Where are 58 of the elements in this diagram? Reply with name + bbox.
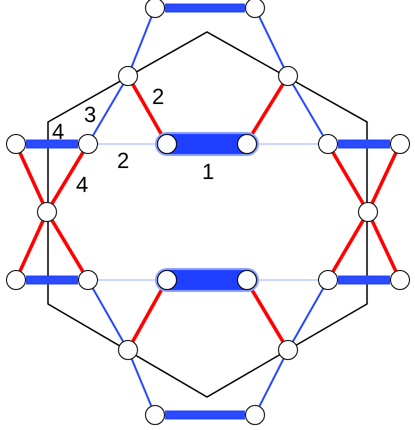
link: [18, 220, 44, 272]
joint-circle: [145, 405, 165, 425]
link: [18, 152, 44, 204]
link: [258, 358, 284, 407]
joint-circle: [78, 270, 98, 290]
thick-link: [26, 276, 78, 284]
joint-circle: [145, 0, 165, 18]
link: [92, 84, 124, 136]
joint-circle: [318, 270, 338, 290]
joint-circle: [278, 340, 298, 360]
link: [50, 220, 84, 272]
joint-circle: [157, 270, 177, 290]
link-number: 4: [52, 121, 64, 143]
link: [370, 152, 398, 204]
link: [98, 143, 157, 145]
joint-circle: [6, 134, 26, 154]
joint-circle: [245, 0, 265, 18]
joint-circle: [278, 66, 298, 86]
joint-circle: [318, 134, 338, 154]
link-number: 3: [84, 104, 96, 126]
joint-circle: [118, 340, 138, 360]
joint-circle: [358, 202, 378, 222]
link: [98, 279, 157, 281]
joint-circle: [390, 134, 410, 154]
link-number: 2: [152, 86, 164, 108]
thick-link: [26, 140, 78, 148]
thick-link: [165, 410, 245, 420]
joint-circle: [390, 270, 410, 290]
link: [332, 220, 364, 272]
joint-circle: [78, 134, 98, 154]
joint-circle: [237, 270, 257, 290]
link: [130, 358, 152, 406]
joint-circle: [237, 134, 257, 154]
link: [258, 16, 285, 68]
link-number: 1: [202, 161, 214, 183]
link: [50, 152, 84, 204]
link: [370, 220, 398, 272]
joint-circle: [6, 270, 26, 290]
thick-link: [165, 4, 245, 12]
link: [292, 288, 324, 342]
joint-circle: [37, 202, 57, 222]
thick-link: [338, 276, 390, 284]
thick-link: [338, 140, 390, 148]
link: [131, 288, 164, 342]
slot-bar: [155, 132, 259, 156]
joint-circle: [157, 134, 177, 154]
link: [130, 16, 152, 68]
link: [131, 84, 164, 136]
link-number: 2: [117, 150, 130, 172]
slot-bar: [155, 268, 259, 292]
link: [92, 288, 124, 342]
link: [250, 288, 284, 342]
link: [250, 84, 284, 136]
link-number: 4: [76, 174, 88, 196]
link: [292, 84, 324, 136]
joint-circle: [118, 66, 138, 86]
link: [332, 152, 364, 204]
joint-circle: [245, 405, 265, 425]
